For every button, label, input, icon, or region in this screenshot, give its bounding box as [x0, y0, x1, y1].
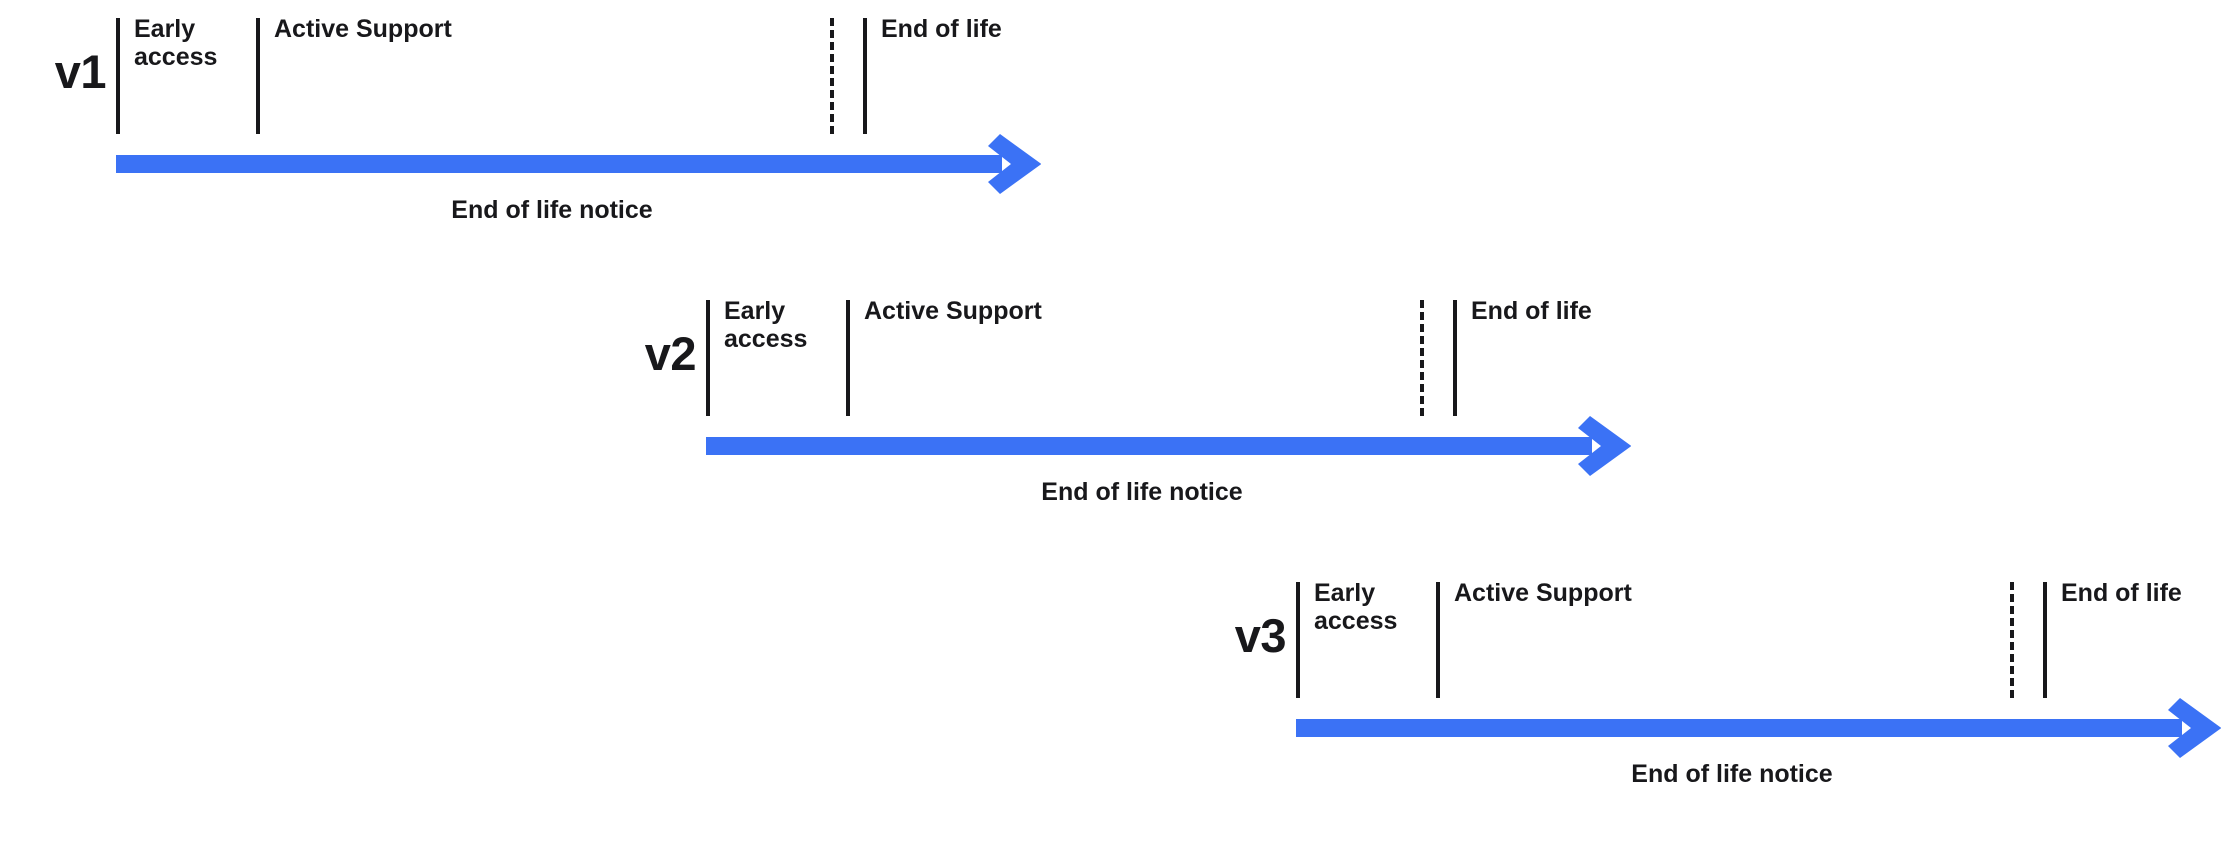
arrow-shaft-v2	[706, 437, 1592, 455]
timeline-arrow-v3	[1296, 698, 2222, 758]
phase-label-early-access-v2: Early access	[724, 297, 808, 353]
lifecycle-row-v2: v2 Early access Active Support End of li…	[610, 297, 1631, 560]
phase-label-active-support-v3: Active Support	[1454, 579, 1632, 607]
tick-end-of-life-start-v3	[2043, 582, 2047, 698]
phase-label-active-support-v2: Active Support	[864, 297, 1042, 325]
arrow-right-icon-v3	[2166, 698, 2222, 758]
tick-early-access-start-v1	[116, 18, 120, 134]
tick-active-support-start-v3	[1436, 582, 1440, 698]
lifecycle-row-v1: v1 Early access Active Support End of li…	[20, 15, 1041, 278]
notice-label-v1: End of life notice	[451, 196, 653, 224]
arrow-right-icon-v2	[1576, 416, 1632, 476]
phase-band-v1: Early access Active Support End of life	[116, 15, 1002, 134]
tick-end-of-life-notice-v1	[830, 18, 834, 134]
phase-label-end-of-life-v1: End of life	[881, 15, 1002, 43]
tick-active-support-start-v2	[846, 300, 850, 416]
timeline-arrow-v1	[116, 134, 1042, 194]
version-label-v2: v2	[644, 327, 697, 380]
version-label-v3: v3	[1234, 609, 1287, 662]
tick-early-access-start-v2	[706, 300, 710, 416]
phase-band-v2: Early access Active Support End of life	[706, 297, 1592, 416]
tick-end-of-life-notice-v2	[1420, 300, 1424, 416]
tick-end-of-life-start-v2	[1453, 300, 1457, 416]
phase-label-active-support-v1: Active Support	[274, 15, 452, 43]
tick-end-of-life-notice-v3	[2010, 582, 2014, 698]
version-label-v1: v1	[54, 45, 107, 98]
lifecycle-diagram: v1 Early access Active Support End of li…	[20, 15, 2221, 788]
timeline-arrow-v2	[706, 416, 1632, 476]
phase-label-end-of-life-v3: End of life	[2061, 579, 2182, 607]
notice-label-v2: End of life notice	[1041, 478, 1243, 506]
tick-early-access-start-v3	[1296, 582, 1300, 698]
phase-label-early-access-v1: Early access	[134, 15, 218, 71]
phase-label-early-access-v3: Early access	[1314, 579, 1398, 635]
arrow-shaft-v1	[116, 155, 1002, 173]
phase-label-end-of-life-v2: End of life	[1471, 297, 1592, 325]
arrow-shaft-v3	[1296, 719, 2182, 737]
tick-active-support-start-v1	[256, 18, 260, 134]
notice-label-v3: End of life notice	[1631, 760, 1833, 788]
tick-end-of-life-start-v1	[863, 18, 867, 134]
phase-band-v3: Early access Active Support End of life	[1296, 579, 2182, 698]
lifecycle-row-v3: v3 Early access Active Support End of li…	[1200, 579, 2221, 842]
arrow-right-icon-v1	[986, 134, 1042, 194]
